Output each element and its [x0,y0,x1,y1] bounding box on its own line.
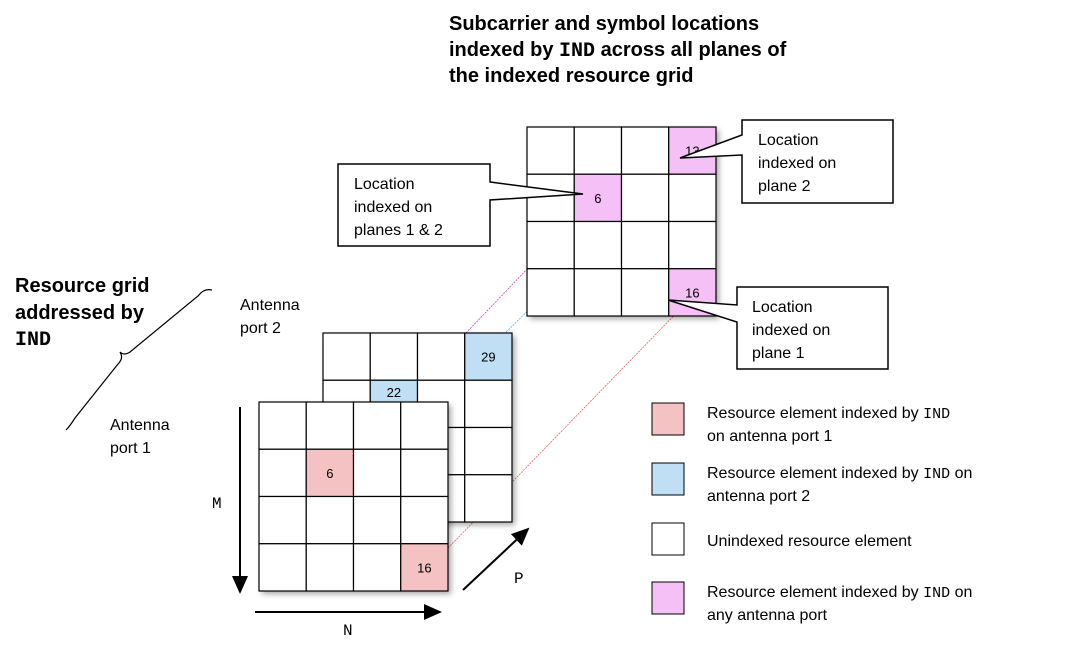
resource-element [305,495,355,545]
legend-label-line2: antenna port 2 [707,488,810,505]
resource-element [400,401,449,450]
resource-element [464,474,513,523]
svg-text:port 1: port 1 [110,440,151,457]
resource-element [352,401,402,450]
resource-element [369,332,419,381]
resource-element [620,268,670,317]
indexed-resource-element [573,173,623,223]
resource-element [668,220,717,270]
callout-plane-1: Location indexed on plane 1 [667,286,889,370]
resource-element [258,401,307,450]
element-index-label: 6 [594,191,601,206]
indexed-resource-element [400,543,449,592]
legend-swatch [651,402,685,436]
legend-label: Unindexed resource element [707,533,912,550]
resource-element [620,220,670,270]
svg-text:P: P [514,570,524,588]
svg-text:indexed by IND across all plan: indexed by IND across all planes of [449,39,787,63]
element-index-label: 29 [481,350,495,365]
grid-antenna-port-1: 6 16 [258,401,449,592]
legend-item: Resource element indexed by IND on antenn… [651,402,950,445]
legend-label-line2: on antenna port 1 [707,428,833,445]
resource-element [620,173,670,223]
resource-element [526,126,575,175]
antenna-port-1-label: Antenna port 1 [110,417,170,457]
resource-element [352,495,402,545]
resource-element [416,332,466,381]
svg-text:the indexed resource grid: the indexed resource grid [449,65,694,87]
resource-element [258,543,307,592]
legend-swatch [651,462,685,496]
legend-item: Resource element indexed by IND on any an… [651,581,972,624]
resource-element [573,268,623,317]
svg-text:Subcarrier and symbol location: Subcarrier and symbol locations [449,13,759,35]
svg-text:plane 2: plane 2 [758,178,811,195]
legend-label-line2: any antenna port [707,607,828,624]
svg-text:plane 1: plane 1 [752,345,805,362]
resource-element [400,448,449,498]
callout-planes-1-2: Location indexed on planes 1 & 2 [337,163,584,247]
resource-element [526,268,575,317]
resource-element [573,126,623,175]
legend-swatch [651,581,685,615]
axis-p: P [462,527,530,591]
element-index-label: 16 [685,285,699,300]
indexed-resource-element [464,332,513,381]
svg-text:port 2: port 2 [240,320,281,337]
resource-element [620,126,670,175]
svg-text:Location: Location [752,299,813,316]
svg-text:indexed on: indexed on [354,199,432,216]
svg-text:planes 1 & 2: planes 1 & 2 [354,222,443,239]
resource-element [573,220,623,270]
title: Subcarrier and symbol locations indexed … [449,13,787,87]
legend-label: Resource element indexed by IND on [707,584,972,602]
callout-plane-2: Location indexed on plane 2 [679,119,894,204]
svg-text:Location: Location [354,176,415,193]
svg-text:Antenna: Antenna [240,297,300,314]
legend-label: Resource element indexed by IND [707,405,950,423]
resource-element [305,543,355,592]
antenna-port-2-label: Antenna port 2 [240,297,300,337]
svg-text:indexed on: indexed on [752,322,830,339]
legend: Resource element indexed by IND on antenn… [651,402,972,624]
resource-element [352,448,402,498]
svg-text:N: N [343,622,353,640]
svg-text:addressed by: addressed by [15,302,145,324]
element-index-label: 16 [417,560,431,575]
svg-text:Resource grid: Resource grid [15,275,149,297]
resource-element [464,426,513,476]
element-index-label: 22 [387,385,401,400]
resource-element [322,332,371,381]
brace-icon [65,289,213,431]
axis-m: M [212,407,248,594]
svg-text:indexed on: indexed on [758,155,836,172]
svg-text:IND: IND [15,329,51,352]
resource-element [305,401,355,450]
element-index-label: 6 [326,466,333,481]
legend-swatch [651,522,685,556]
resource-element [668,173,717,223]
resource-element [258,448,307,498]
axis-n: N [255,604,442,640]
legend-item: Resource element indexed by IND on antenn… [651,462,972,505]
resource-element [464,379,513,429]
resource-element [526,220,575,270]
resource-element [352,543,402,592]
svg-text:Antenna: Antenna [110,417,170,434]
resource-element [258,495,307,545]
side-label: Resource grid addressed by IND [15,275,149,352]
svg-text:M: M [212,495,222,513]
legend-item: Unindexed resource element [651,522,912,556]
legend-label: Resource element indexed by IND on [707,465,972,483]
resource-element [400,495,449,545]
svg-text:Location: Location [758,132,819,149]
